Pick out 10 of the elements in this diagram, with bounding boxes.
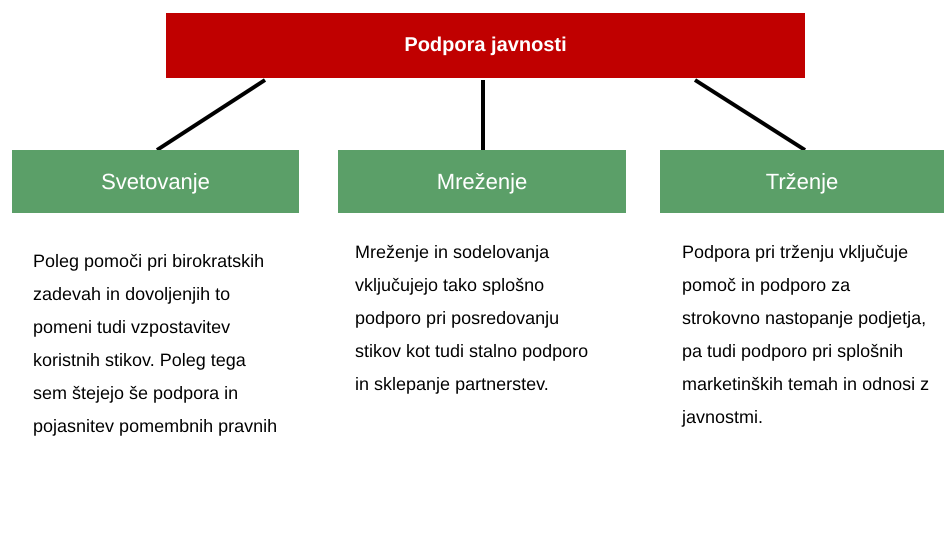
category-box: Svetovanje	[12, 150, 299, 213]
connector-line	[156, 78, 266, 152]
connector-line	[481, 80, 485, 150]
category-box: Trženje	[660, 150, 944, 213]
category-box: Mreženje	[338, 150, 626, 213]
connector-line	[694, 78, 806, 152]
title-box: Podpora javnosti	[166, 13, 805, 78]
description-text: Poleg pomoči pri birokratskih zadevah in dovoljenjih to pomeni tudi vzpostavitev koristnih stikov. Poleg tega sem štejejo še podpora in pojasnitev pomembnih pravnih	[33, 250, 278, 438]
description-text: Podpora pri trženju vključuje pomoč in podporo za strokovno nastopanje podjetja, pa tudi podporo pri splošnih marketinških temah in odnosi z javnostmi.	[682, 241, 930, 429]
description-text: Mreženje in sodelovanja vključujejo tako splošno podporo pri posredovanju stikov kot tudi stalno podporo in sklepanje partnerstev.	[355, 241, 590, 396]
